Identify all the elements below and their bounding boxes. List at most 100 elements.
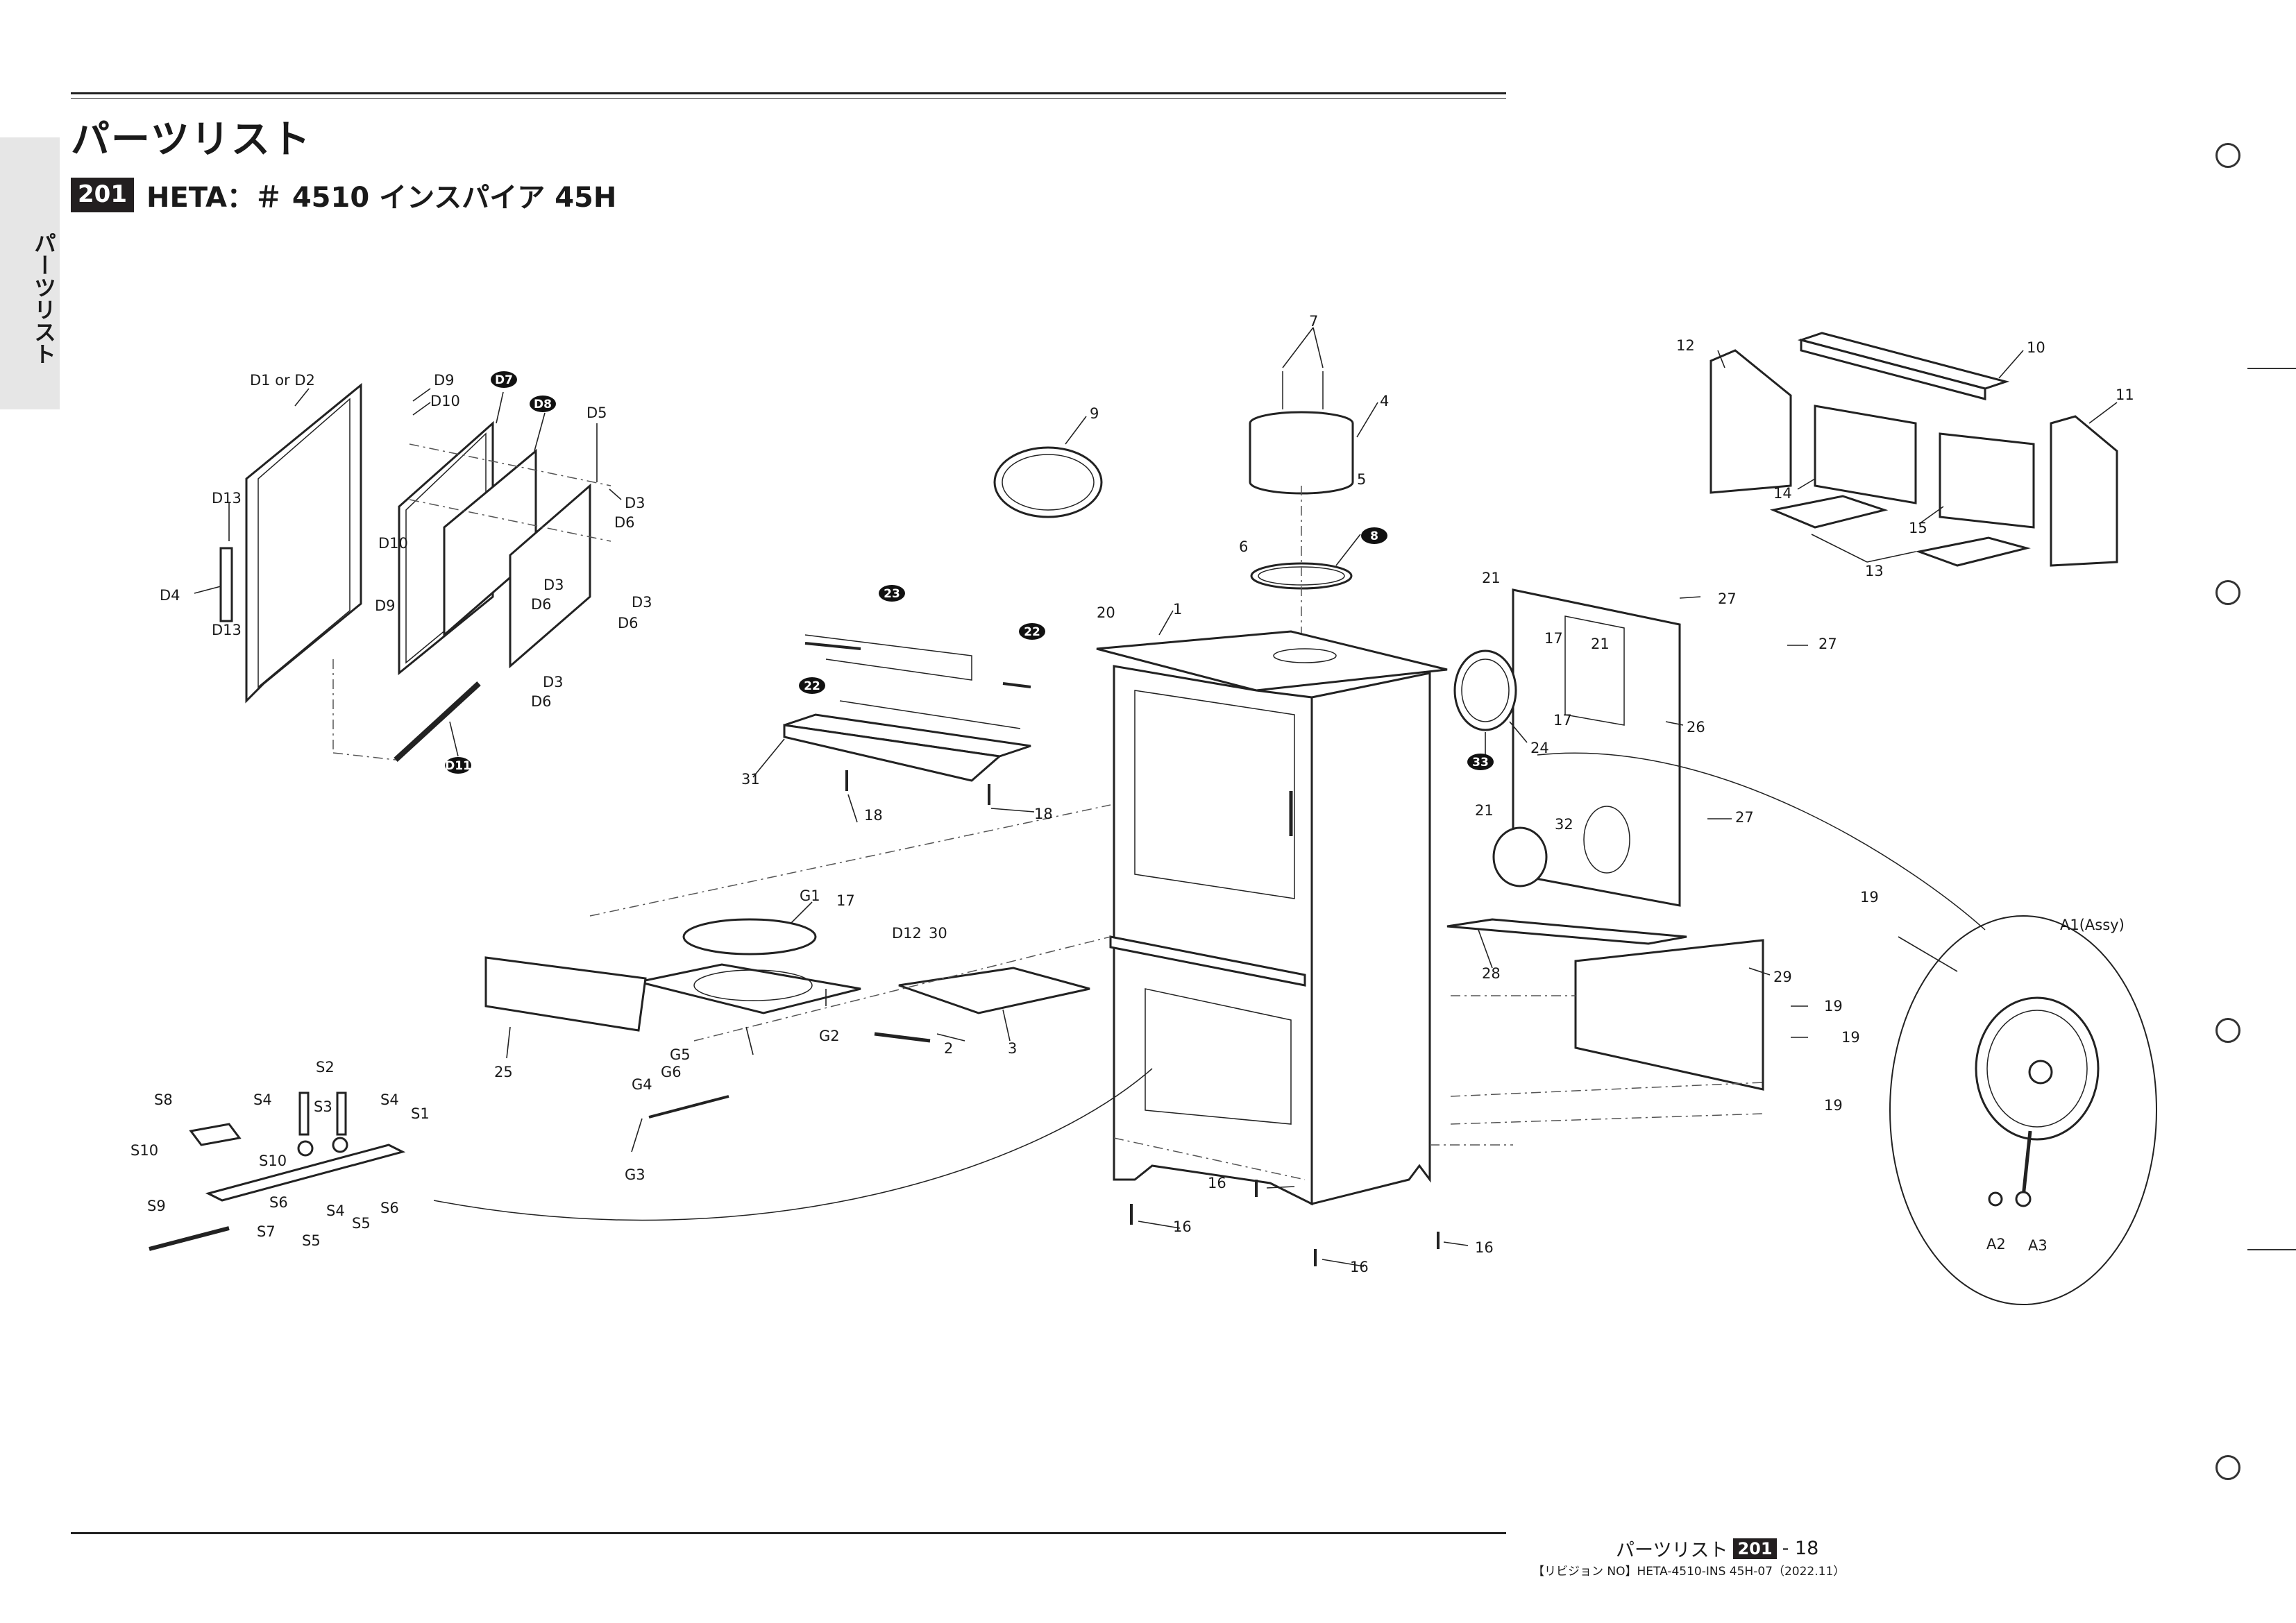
- header-rule-thick: [71, 92, 1506, 94]
- screws: [845, 770, 1440, 1266]
- svg-text:D8: D8: [534, 398, 552, 411]
- footer-rule: [71, 1532, 1506, 1534]
- label-13: 13: [1865, 563, 1884, 579]
- label-d10: D10: [430, 393, 460, 409]
- ring-part-9: [993, 446, 1103, 518]
- ash-opening: [1145, 988, 1292, 1125]
- stove-body: [1096, 630, 1513, 1206]
- svg-text:33: 33: [1472, 756, 1489, 770]
- header-rule-thin: [71, 98, 1506, 99]
- badge-d7: D7: [491, 371, 517, 388]
- label-27: 27: [1718, 590, 1737, 607]
- brick-14: [1814, 405, 1917, 504]
- label-d9: D9: [434, 372, 455, 389]
- label-10: 10: [2027, 339, 2045, 356]
- body-front: [1113, 665, 1313, 1206]
- badge-d8: D8: [530, 396, 556, 412]
- label-s4: S4: [253, 1091, 272, 1108]
- label-d1-or-d2: D1 or D2: [250, 372, 315, 389]
- label-s8: S8: [154, 1091, 173, 1108]
- label-27: 27: [1735, 809, 1754, 826]
- panel-29: [1574, 939, 1764, 1091]
- door-frame: [245, 382, 362, 704]
- rod-s2b: [336, 1091, 347, 1136]
- riddler-g3: [648, 1095, 729, 1119]
- svg-text:D11: D11: [445, 759, 471, 773]
- badge-33: 33: [1467, 754, 1494, 770]
- detail-callout-a1: [433, 752, 2157, 1305]
- label-17: 17: [836, 892, 855, 909]
- brick-10: [1797, 332, 2010, 390]
- tool-2: [874, 1032, 931, 1043]
- badge-22: 22: [1019, 623, 1045, 640]
- label-s7: S7: [257, 1223, 276, 1240]
- shaker-mechanism: [149, 1091, 406, 1251]
- fan-ring-33: [1453, 649, 1517, 731]
- label-g3: G3: [625, 1166, 645, 1183]
- label-d6: D6: [531, 596, 552, 613]
- label-g4: G4: [632, 1076, 652, 1093]
- badge-23: 23: [879, 585, 905, 602]
- hinge-pin-d4: [219, 547, 233, 622]
- badge-d11: D11: [445, 757, 471, 774]
- footer-revision: 【リビジョン NO】HETA-4510-INS 45H-07（2022.11）: [1533, 1565, 1846, 1579]
- glass-clip-panel: [509, 483, 591, 669]
- label-14: 14: [1773, 485, 1792, 502]
- label-d3: D3: [543, 577, 564, 593]
- label-17: 17: [1553, 712, 1572, 729]
- svg-text:22: 22: [804, 679, 820, 693]
- label-a3: A3: [2028, 1237, 2048, 1254]
- part-labels: 7 4 5 6 9 20 1 18 18 31 17 D12 30 G1 G2 …: [494, 313, 2134, 1275]
- label-27: 27: [1818, 636, 1837, 652]
- label-20: 20: [1097, 604, 1115, 621]
- label-s6: S6: [380, 1200, 399, 1216]
- label-d6: D6: [618, 615, 639, 631]
- punch-hole: [2215, 143, 2240, 168]
- rope-d11: [394, 681, 481, 762]
- label-d9: D9: [375, 597, 396, 614]
- shaker-bar-s7: [205, 1144, 406, 1202]
- grate-g1: [682, 918, 817, 955]
- label-d4: D4: [160, 587, 180, 604]
- label-7: 7: [1309, 313, 1318, 330]
- label-s5: S5: [302, 1232, 321, 1249]
- label-12: 12: [1676, 337, 1695, 354]
- label-5: 5: [1357, 471, 1366, 488]
- grate-parts: [484, 804, 1111, 1119]
- door-assembly: [219, 382, 611, 762]
- label-32: 32: [1555, 816, 1573, 833]
- label-25: 25: [494, 1064, 513, 1080]
- label-a2: A2: [1986, 1236, 2006, 1252]
- subtitle: 201 HETA：＃ 4510 インスパイア 45H: [71, 175, 616, 215]
- label-28: 28: [1482, 965, 1501, 982]
- brick-13a: [1769, 495, 1889, 529]
- label-s10: S10: [130, 1142, 158, 1159]
- label-s4: S4: [380, 1091, 399, 1108]
- badge-8: 8: [1361, 527, 1387, 544]
- label-18: 18: [864, 807, 883, 824]
- label-a1-assy: A1(Assy): [2060, 917, 2125, 933]
- label-g6: G6: [661, 1064, 682, 1080]
- ash-door-25: [484, 956, 647, 1032]
- label-6: 6: [1239, 538, 1248, 555]
- label-s9: S9: [147, 1198, 166, 1214]
- brick-15: [1939, 432, 2035, 529]
- side-tab-label: パーツリスト: [31, 232, 57, 365]
- flue-collar-body: [1249, 423, 1354, 495]
- label-s3: S3: [314, 1098, 332, 1115]
- label-30: 30: [929, 925, 947, 942]
- label-17: 17: [1544, 630, 1563, 647]
- label-21: 21: [1475, 802, 1494, 819]
- label-3: 3: [1008, 1040, 1017, 1057]
- model-badge: 201: [71, 178, 134, 212]
- svg-text:23: 23: [884, 587, 900, 601]
- plate-28: [1446, 918, 1687, 945]
- label-s5: S5: [352, 1215, 371, 1232]
- back-panel-26: [1512, 588, 1681, 907]
- label-16: 16: [1173, 1218, 1192, 1235]
- punch-hole: [2215, 580, 2240, 605]
- badge-labels: D7 D8 D11 23 22 22 8 33: [445, 371, 1494, 774]
- top-plate: [1096, 630, 1448, 692]
- label-19: 19: [1824, 1097, 1843, 1114]
- label-18: 18: [1034, 806, 1053, 822]
